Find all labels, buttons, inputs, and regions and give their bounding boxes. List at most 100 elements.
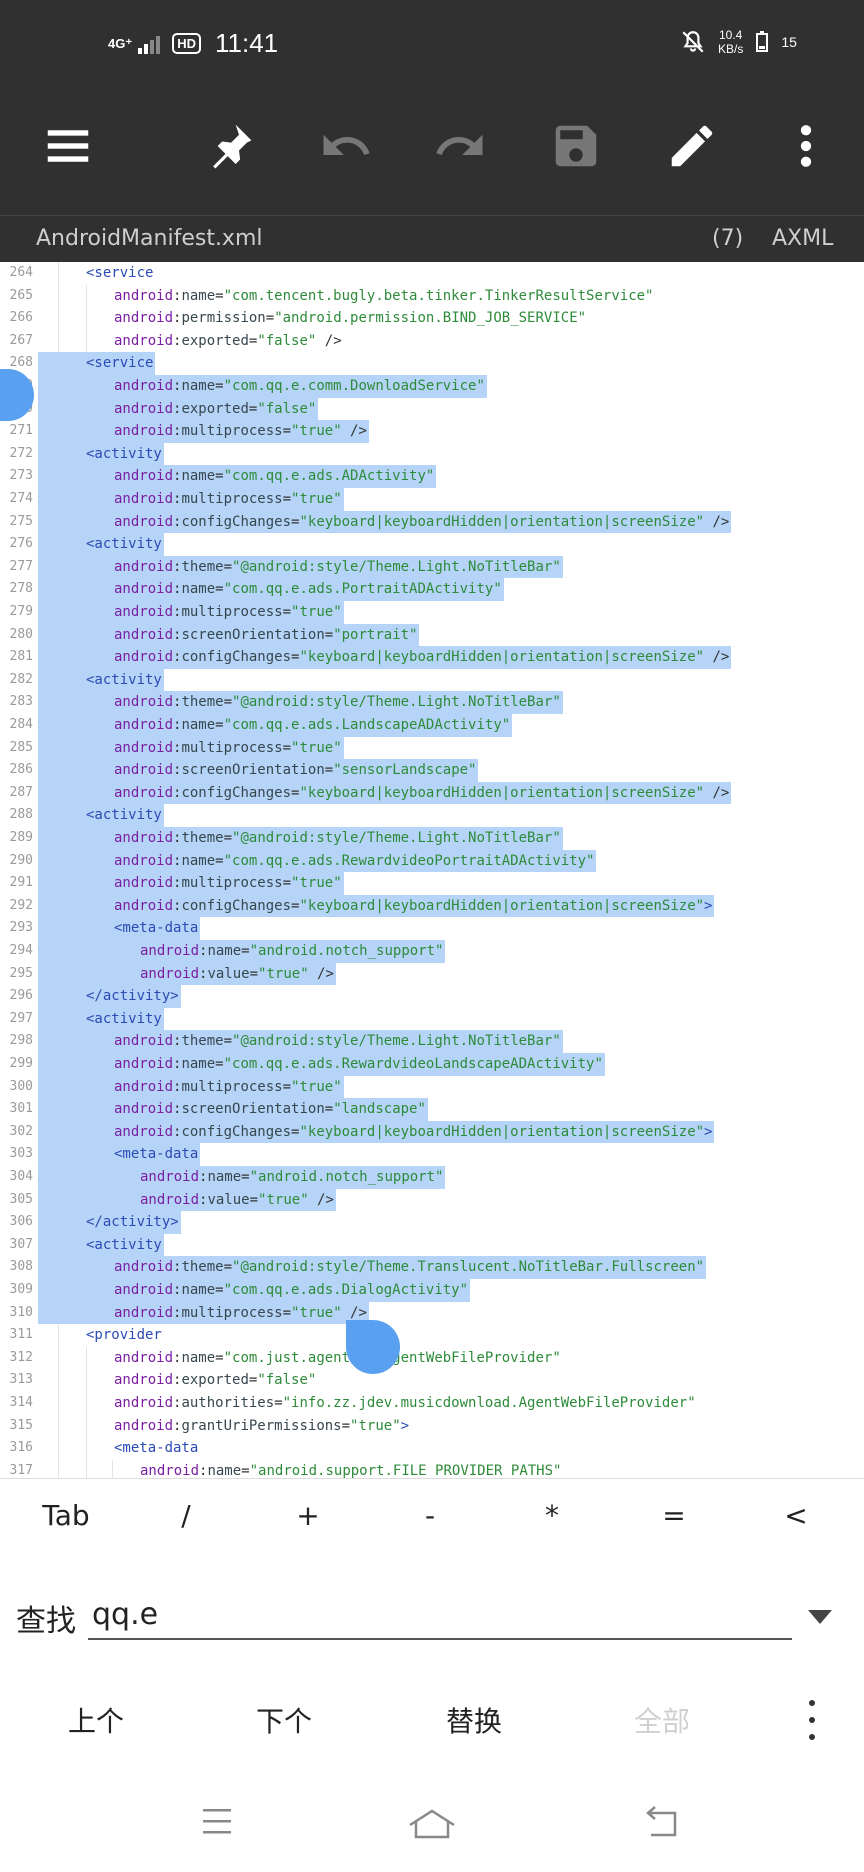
key-less-than[interactable]: < <box>784 1499 808 1532</box>
key-slash[interactable]: / <box>181 1499 191 1532</box>
code-line[interactable]: 316<meta-data <box>0 1437 864 1460</box>
previous-button[interactable]: 上个 <box>67 1705 124 1738</box>
code-line[interactable]: 270android:exported="false" <box>0 397 864 421</box>
find-input[interactable] <box>88 1590 792 1640</box>
key-plus[interactable]: + <box>296 1499 320 1532</box>
edit-button[interactable] <box>654 108 730 184</box>
code-line[interactable]: 307<activity <box>0 1233 864 1257</box>
code-line[interactable]: 297<activity <box>0 1007 864 1031</box>
line-number: 297 <box>9 1010 33 1026</box>
indent-guide <box>58 1346 59 1370</box>
next-button[interactable]: 下个 <box>255 1705 312 1738</box>
home-button[interactable] <box>397 1792 467 1852</box>
key-asterisk[interactable]: * <box>545 1499 559 1532</box>
line-number: 292 <box>9 897 33 913</box>
key-tab[interactable]: Tab <box>42 1499 90 1532</box>
save-button[interactable] <box>538 108 614 184</box>
line-number: 296 <box>9 988 33 1004</box>
undo-button[interactable] <box>308 108 384 184</box>
code-line[interactable]: 269android:name="com.qq.e.comm.DownloadS… <box>0 375 864 398</box>
redo-button[interactable] <box>422 108 498 184</box>
code-line[interactable]: 276<activity <box>0 533 864 556</box>
code-line[interactable]: 303<meta-data <box>0 1143 864 1166</box>
code-line[interactable]: 296</activity> <box>0 985 864 1008</box>
token-punct: : <box>173 784 182 801</box>
code-line[interactable]: 268<service <box>0 352 864 375</box>
code-text: <activity <box>86 443 162 466</box>
key-minus[interactable]: - <box>424 1499 436 1532</box>
menu-button[interactable] <box>30 108 106 184</box>
code-line[interactable]: 288<activity <box>0 804 864 827</box>
indent-guide <box>86 1369 87 1392</box>
file-mode[interactable]: AXML <box>772 226 834 251</box>
replace-all-button[interactable]: 全部 <box>633 1705 690 1738</box>
key-equals[interactable]: = <box>662 1499 686 1532</box>
token-attrns: android <box>114 1078 174 1095</box>
line-number: 311 <box>9 1327 33 1343</box>
code-line[interactable]: 311<provider <box>0 1324 864 1347</box>
dropdown-arrow-icon[interactable] <box>808 1610 832 1624</box>
token-punct: : <box>199 1169 208 1185</box>
code-text: <meta-data <box>114 1143 198 1166</box>
code-line[interactable]: 293<meta-data <box>0 917 864 940</box>
code-line[interactable]: 282<activity <box>0 668 864 692</box>
more-button[interactable] <box>768 108 844 184</box>
token-attrns: android <box>114 1395 174 1411</box>
selection-highlight <box>38 1256 706 1279</box>
token-attrns: android <box>114 310 174 327</box>
token-attr: configChanges <box>181 784 292 801</box>
code-line[interactable]: 272<activity <box>0 442 864 466</box>
line-number: 264 <box>9 265 33 280</box>
indent-guide <box>86 307 87 330</box>
token-attr: theme <box>181 1259 224 1276</box>
pin-button[interactable] <box>192 108 268 184</box>
recent-apps-button[interactable] <box>182 1792 252 1852</box>
more-vert-icon[interactable] <box>800 1700 824 1740</box>
back-button[interactable] <box>626 1792 696 1852</box>
code-line[interactable]: 264<service <box>0 262 864 285</box>
selection-end-handle[interactable] <box>346 1320 400 1375</box>
code-line[interactable]: 312android:name="com.just.agentweb.Agent… <box>0 1346 864 1370</box>
replace-button[interactable]: 替换 <box>445 1705 502 1738</box>
code-line[interactable]: 306</activity> <box>0 1211 864 1234</box>
token-attr: name <box>181 287 216 304</box>
